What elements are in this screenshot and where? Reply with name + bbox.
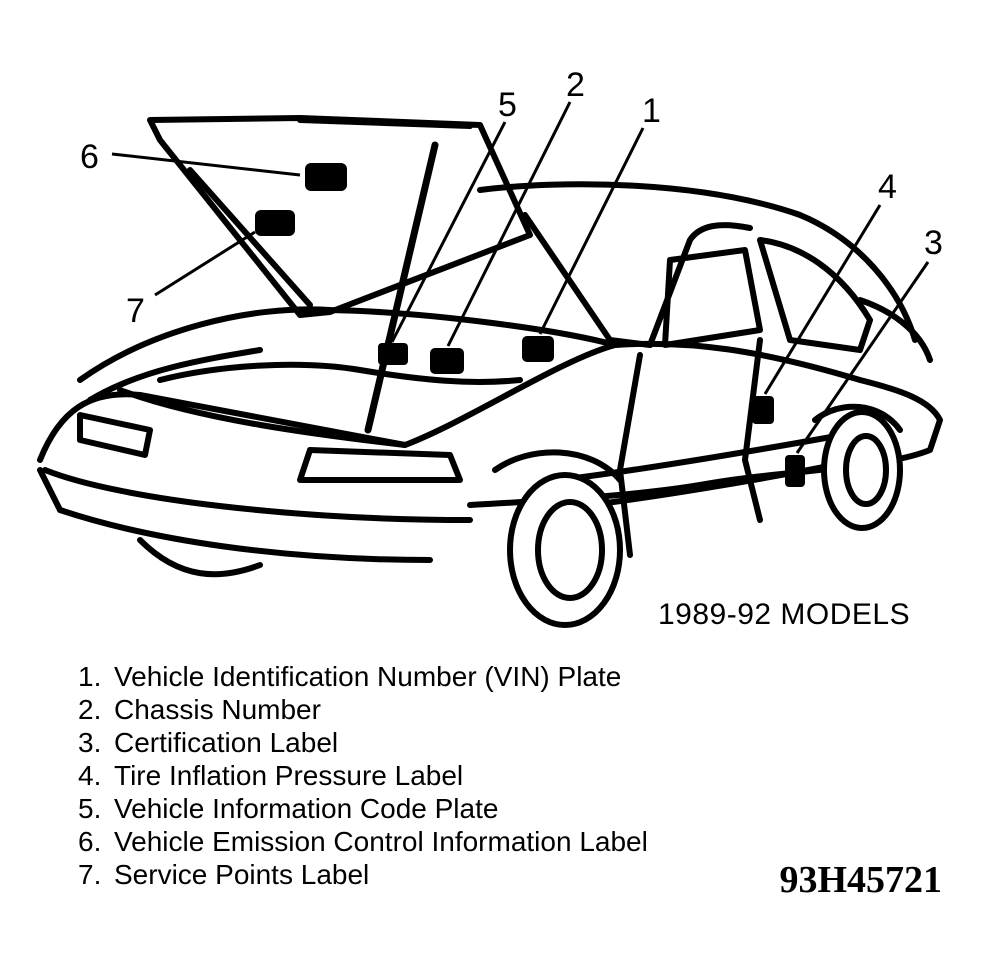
- legend-number: 2.: [78, 694, 102, 725]
- callout-5: 5: [498, 86, 517, 124]
- car-diagram: 6 7 5 2 1 4 3: [37, 66, 943, 628]
- legend-list: 1. Vehicle Identification Number (VIN) Pl…: [78, 660, 648, 891]
- callout-1: 1: [642, 92, 661, 130]
- legend-number: 5.: [78, 793, 102, 824]
- callout-2: 2: [566, 66, 585, 104]
- label-marker-3: [785, 455, 805, 487]
- legend-item: 6. Vehicle Emission Control Information L…: [78, 825, 648, 858]
- callout-6: 6: [80, 138, 99, 176]
- car-outline: [37, 115, 943, 628]
- callout-7: 7: [126, 292, 145, 330]
- legend-label: Vehicle Identification Number (VIN) Plat…: [114, 661, 622, 692]
- label-marker-2: [430, 348, 464, 374]
- legend-item: 1. Vehicle Identification Number (VIN) Pl…: [78, 660, 648, 693]
- label-marker-1: [522, 336, 554, 362]
- legend-item: 2. Chassis Number: [78, 693, 648, 726]
- label-marker-7: [255, 210, 295, 236]
- label-marker-5: [378, 343, 408, 365]
- legend-label: Chassis Number: [114, 694, 321, 725]
- legend-number: 7.: [78, 859, 102, 890]
- label-marker-4: [752, 396, 774, 424]
- legend-label: Service Points Label: [114, 859, 370, 890]
- callout-3: 3: [924, 224, 943, 262]
- label-markers: [255, 163, 805, 487]
- models-caption: 1989-92 MODELS: [658, 598, 911, 631]
- legend-item: 5. Vehicle Information Code Plate: [78, 792, 648, 825]
- legend-label: Vehicle Emission Control Information Lab…: [114, 826, 648, 857]
- legend-label: Certification Label: [114, 727, 339, 758]
- legend-item: 4. Tire Inflation Pressure Label: [78, 759, 648, 792]
- figure-code: 93H45721: [779, 859, 942, 901]
- legend-label: Tire Inflation Pressure Label: [114, 760, 464, 791]
- legend-label: Vehicle Information Code Plate: [114, 793, 499, 824]
- legend-number: 3.: [78, 727, 102, 758]
- label-marker-6: [305, 163, 347, 191]
- legend-item: 7. Service Points Label: [78, 858, 648, 891]
- leader-lines: [111, 101, 930, 454]
- legend-item: 3. Certification Label: [78, 726, 648, 759]
- legend-number: 1.: [78, 661, 102, 692]
- callout-4: 4: [878, 168, 897, 206]
- legend-number: 6.: [78, 826, 102, 857]
- legend-number: 4.: [78, 760, 102, 791]
